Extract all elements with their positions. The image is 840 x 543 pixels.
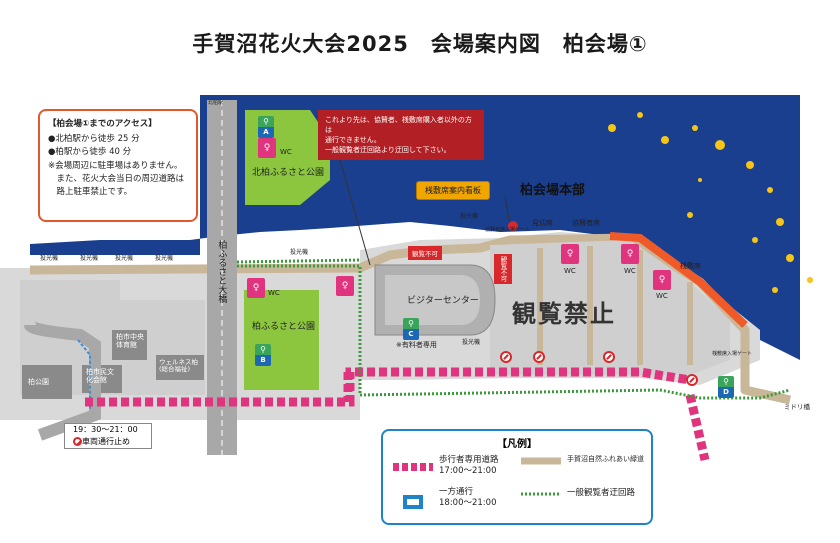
access-heading: 【柏会場①までのアクセス】 xyxy=(48,119,157,129)
furusato-park-label: 柏ふるさと公園 xyxy=(252,322,316,332)
cultural-hall-building xyxy=(82,365,122,393)
access-line: ●柏駅から徒歩 40 分 xyxy=(48,147,132,158)
access-line: また、花火大会当日の周辺道路は xyxy=(48,173,185,184)
lighting-label: 投光機 xyxy=(80,255,99,262)
road-closed-icon xyxy=(686,374,698,386)
closure-text: 車両通行止め xyxy=(73,436,151,448)
fireworks-decoration xyxy=(608,112,813,293)
cycle-parking-a-icon: ⚲A xyxy=(258,116,274,138)
toilet-icon: ♀ xyxy=(258,138,276,158)
restriction-notice: これより先は、協賛者、桟敷席購入者以外の方は 通行できません。 一般観覧者迂回路… xyxy=(318,110,484,160)
wc-label: WC xyxy=(624,267,636,275)
wc-label: WC xyxy=(564,267,576,275)
closure-time: 19：30～21：00 xyxy=(73,425,138,434)
kyosan-gate-label: 協賛者席入場ゲート xyxy=(485,227,531,233)
road-closed-icon xyxy=(500,351,512,363)
sajiki-guide-board: 桟敷席案内看板 xyxy=(416,181,490,200)
sajiki-seat-strip xyxy=(609,232,748,328)
no-viewing-sign-2: 観覧不可 xyxy=(494,254,512,284)
legend-detour: 一般観覧者迂回路 xyxy=(567,488,636,498)
legend-title: 【凡例】 xyxy=(497,439,537,450)
toilet-icon: ♀ xyxy=(247,278,265,298)
road-closed-icon xyxy=(603,351,615,363)
cultural-hall-label: 柏市民文化会館 xyxy=(86,368,114,385)
kitakashiwa-park-label: 北柏ふるさと公園 xyxy=(252,168,325,178)
wellness-label: ウェルネス柏(総合福祉) xyxy=(159,358,198,374)
access-info-box: 【柏会場①までのアクセス】 ●北柏駅から徒歩 25 分 ●柏駅から徒歩 40 分… xyxy=(38,109,198,222)
cycle-parking-c-icon: ⚲C xyxy=(403,318,419,340)
toilet-icon: ♀ xyxy=(561,244,579,264)
legend-promenade-swatch xyxy=(521,457,561,465)
mikiri-seat-label: 見切席 xyxy=(532,219,553,227)
kashiwa-park-block xyxy=(22,365,72,399)
legend-detour-swatch xyxy=(521,492,561,496)
toilet-icon: ♀ xyxy=(653,270,671,290)
kashiwa-park-label: 柏公園 xyxy=(28,378,49,386)
promenade-path xyxy=(29,233,791,405)
no-viewing-sign-1: 観覧不可 xyxy=(408,246,442,260)
wellness-building xyxy=(156,355,204,380)
venue-headquarters-label: 柏会場本部 xyxy=(520,183,586,198)
bridge-label: 柏ふるさと大橋 xyxy=(216,240,227,303)
no-viewing-label: 観覧禁止 xyxy=(512,300,616,328)
bike-note: ※有料者専用 xyxy=(396,341,437,349)
lighting-label: 投光機 xyxy=(155,255,174,262)
road-closure-time-box: 19：30～21：00 車両通行止め xyxy=(64,423,152,449)
detour-route xyxy=(237,264,791,400)
gymnasium-label: 柏市中央体育館 xyxy=(116,333,144,350)
midori-bridge-label: ミドリ橋 xyxy=(784,403,810,411)
visitor-center-label: ビジターセンター xyxy=(407,296,479,306)
toilet-icon: ♀ xyxy=(336,276,354,296)
legend-promenade: 手賀沼自然ふれあい緑道 xyxy=(567,455,644,463)
lighting-label: 投光機 xyxy=(115,255,134,262)
notice-line: これより先は、協賛者、桟敷席購入者以外の方は xyxy=(325,116,472,135)
cycle-parking-b-icon: ⚲B xyxy=(255,344,271,366)
road-closed-icon xyxy=(533,351,545,363)
access-line: 路上駐車禁止です。 xyxy=(48,186,133,197)
gymnasium-building xyxy=(112,330,147,360)
lighting-label: 投光機 xyxy=(290,249,309,256)
cycle-parking-d-icon: ⚲D xyxy=(718,376,734,398)
access-line: ●北柏駅から徒歩 25 分 xyxy=(48,134,140,145)
furusato-park xyxy=(244,290,319,390)
sajiki-seat-label: 桟敷席 xyxy=(680,262,701,270)
notice-line: 一般観覧者迂回路より迂回して下さい。 xyxy=(325,146,451,155)
oneway-road xyxy=(24,320,101,441)
toilet-icon: ♀ xyxy=(621,244,639,264)
map-title: 手賀沼花火大会2025 会場案内図 柏会場① xyxy=(192,32,648,56)
notice-line: 通行できません。 xyxy=(325,136,381,145)
legend-pedestrian-swatch xyxy=(393,463,433,471)
legend-oneway-swatch xyxy=(403,495,423,509)
sajiki-gate-label: 桟敷席入場ゲート xyxy=(712,351,753,357)
lighting-label: 投光機 xyxy=(40,255,59,262)
lighting-label: 投光機 xyxy=(462,339,481,346)
lighting-label: 投光機 xyxy=(460,213,479,220)
kyosan-seat-label: 協賛者席 xyxy=(572,219,600,227)
wc-label: WC xyxy=(280,148,292,156)
wc-label: WC xyxy=(268,289,280,297)
north-station-label: 北柏駅 xyxy=(208,100,224,106)
access-line: ※会場周辺に駐車場はありません。 xyxy=(48,160,183,171)
wc-label: WC xyxy=(656,292,668,300)
